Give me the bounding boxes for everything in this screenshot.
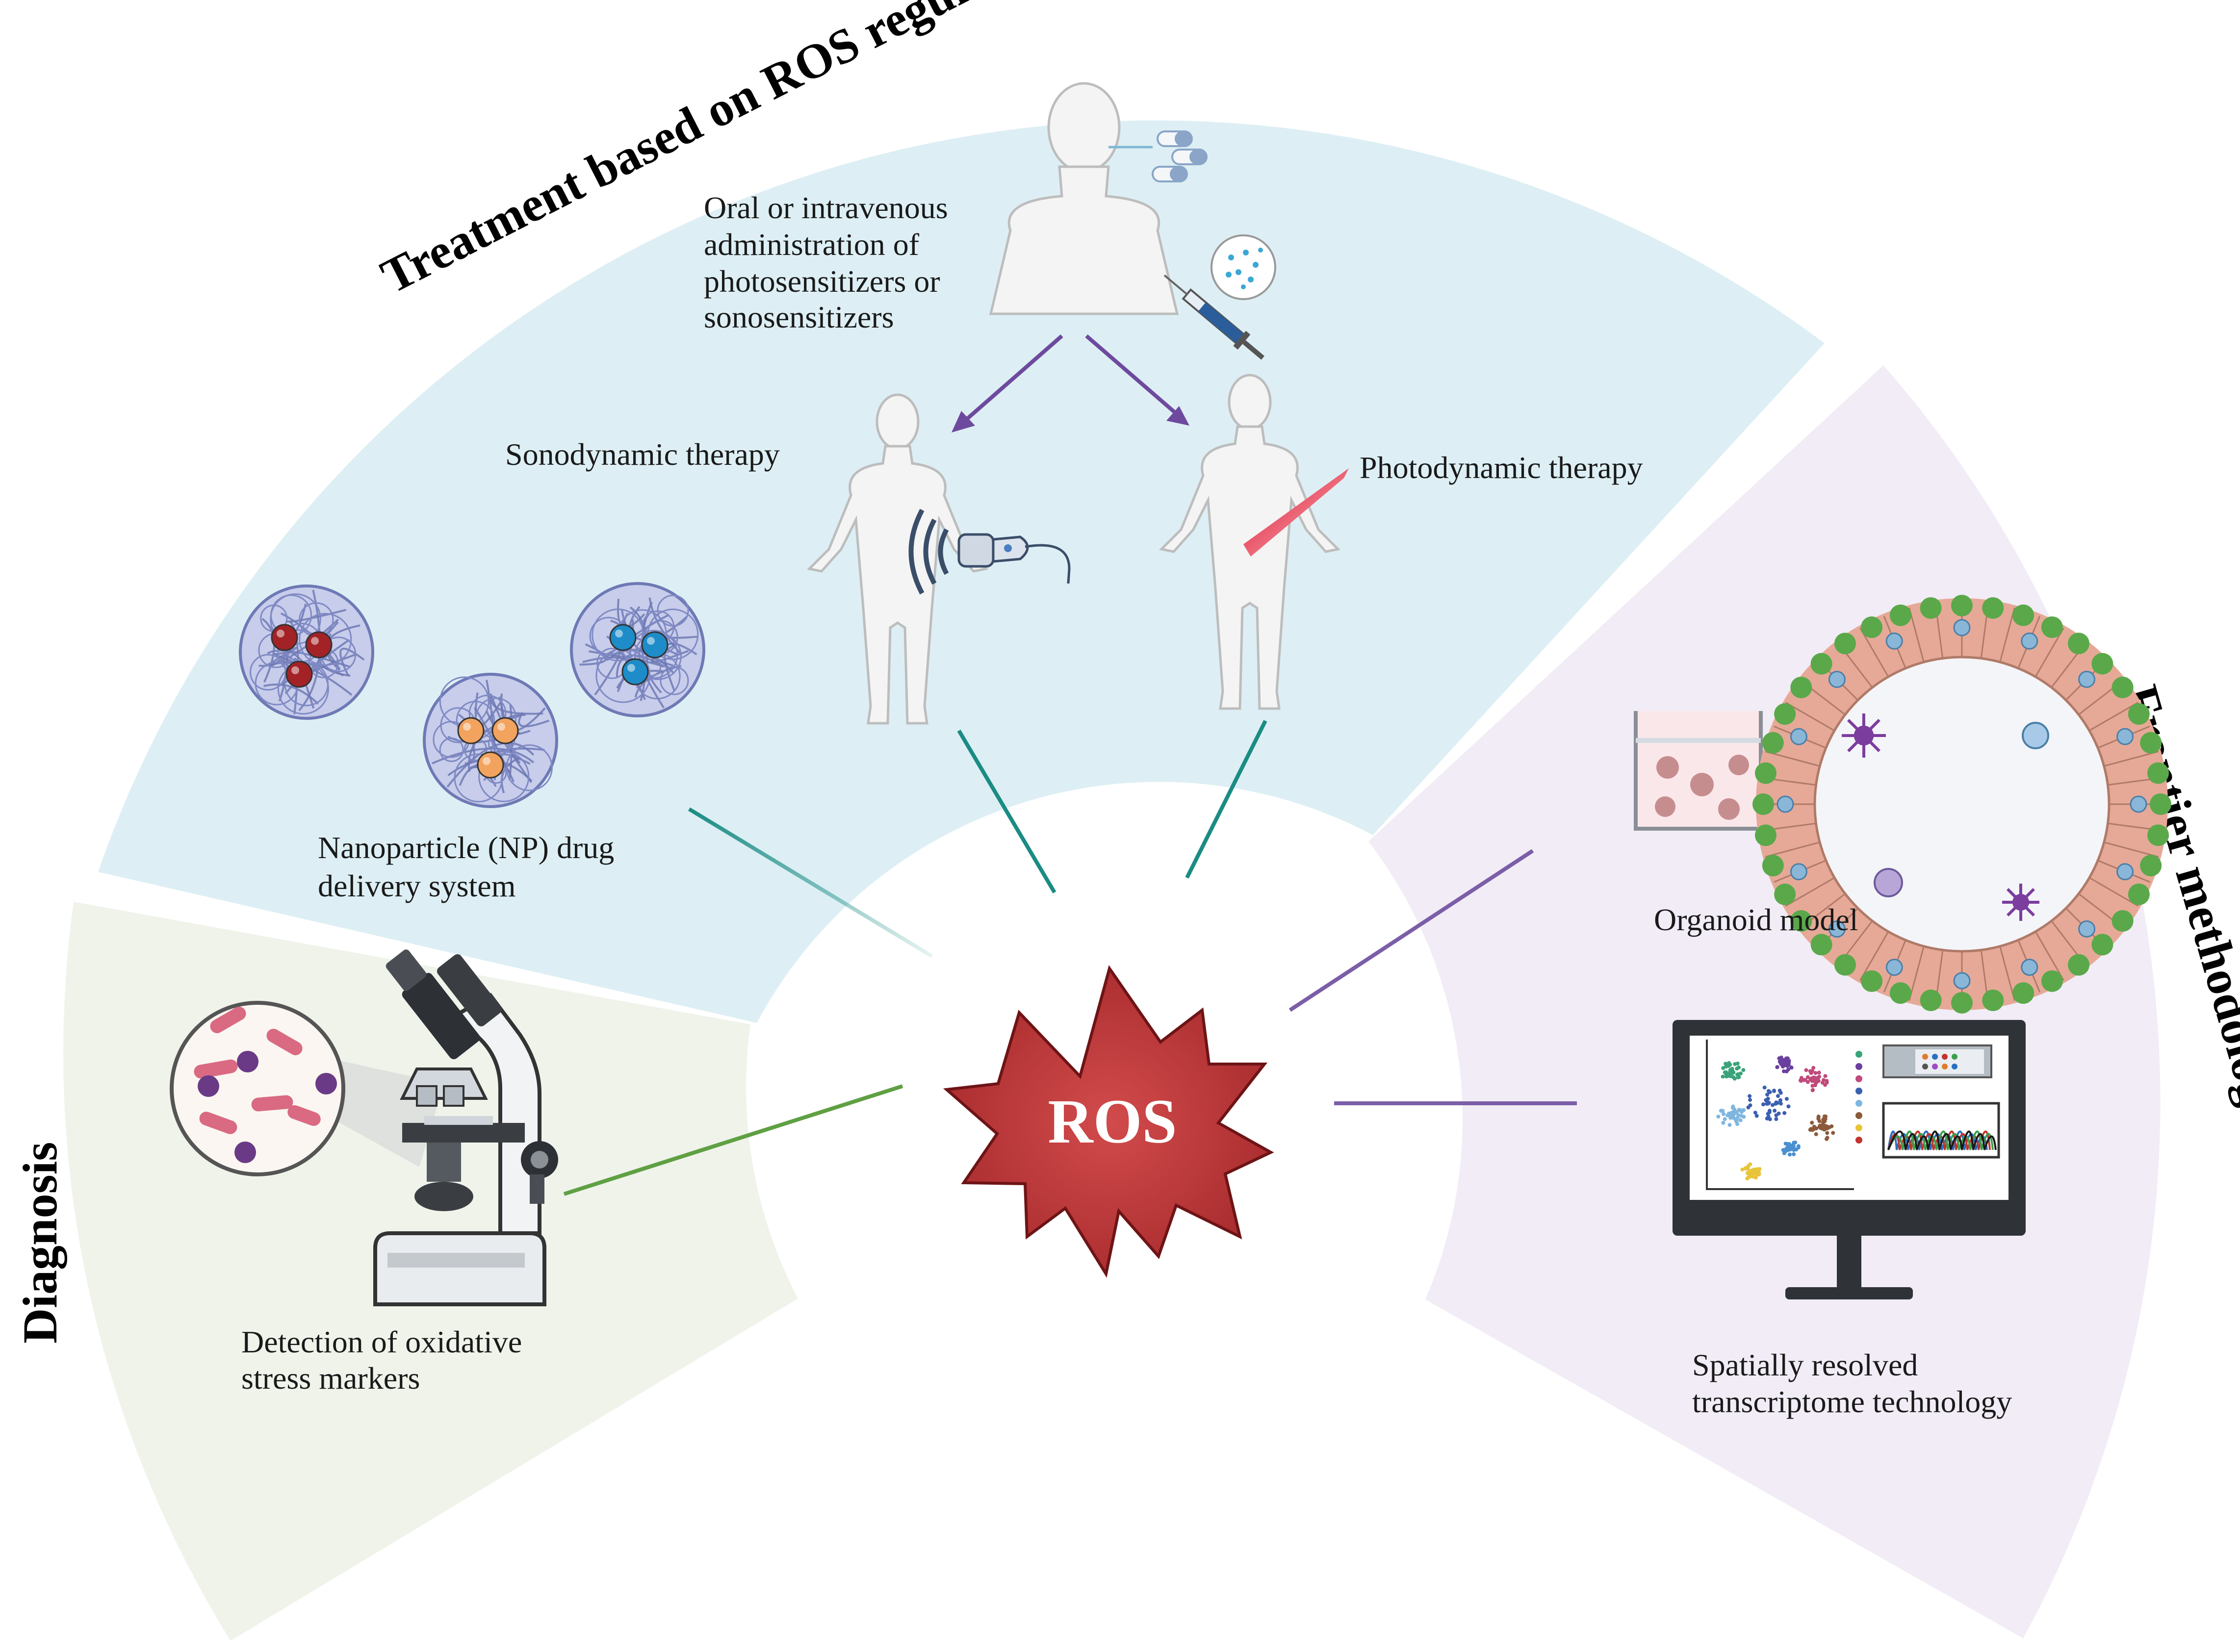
photodynamic-person bbox=[1159, 374, 1341, 710]
ultrasound-probe-icon bbox=[908, 508, 1071, 595]
organoid-icon bbox=[1752, 595, 2171, 1014]
nanoparticle-line-1: Nanoparticle (NP) drug bbox=[318, 830, 614, 865]
syringe-icon bbox=[1163, 234, 1276, 360]
sonodynamic-person bbox=[806, 393, 989, 725]
administration-line-1: Oral or intravenous bbox=[704, 190, 948, 225]
nanoparticle-icon bbox=[423, 673, 558, 808]
connector-nanoparticle bbox=[688, 807, 933, 958]
pill-icon bbox=[1108, 130, 1208, 182]
spatial-line-2: transcriptome technology bbox=[1692, 1384, 2012, 1419]
detection-line-1: Detection of oxidative bbox=[241, 1324, 522, 1359]
photodynamic-label: Photodynamic therapy bbox=[1360, 450, 1643, 485]
monitor-icon bbox=[1673, 1020, 2026, 1299]
administration-line-3: photosensitizers or bbox=[704, 264, 940, 299]
diagnosis-title: Diagnosis bbox=[13, 1142, 67, 1344]
microscope-icon bbox=[373, 949, 558, 1306]
administration-line-4: sonosensitizers bbox=[704, 300, 894, 334]
nanoparticle-icon bbox=[570, 582, 705, 717]
ros-label: ROS bbox=[1048, 1087, 1177, 1156]
detection-line-2: stress markers bbox=[241, 1361, 420, 1396]
sonodynamic-label: Sonodynamic therapy bbox=[505, 437, 780, 472]
administration-line-2: administration of bbox=[704, 227, 920, 262]
connector-photodynamic bbox=[1185, 720, 1267, 879]
bacteria-lens bbox=[170, 1001, 444, 1176]
treatment-sector bbox=[98, 120, 1825, 1023]
spatial-line-1: Spatially resolved bbox=[1692, 1347, 1918, 1382]
organoid-label: Organoid model bbox=[1654, 902, 1858, 937]
laser-beam-icon bbox=[1243, 468, 1349, 557]
nanoparticle-line-2: delivery system bbox=[318, 868, 515, 903]
connector-organoid bbox=[1288, 849, 1534, 1012]
nanoparticle-icon bbox=[239, 585, 374, 720]
ros-starburst bbox=[943, 965, 1274, 1278]
branch-arrows bbox=[952, 334, 1189, 432]
connector-detection bbox=[563, 1084, 903, 1196]
administration-person bbox=[989, 82, 1179, 315]
connector-sonodynamic bbox=[957, 729, 1056, 894]
